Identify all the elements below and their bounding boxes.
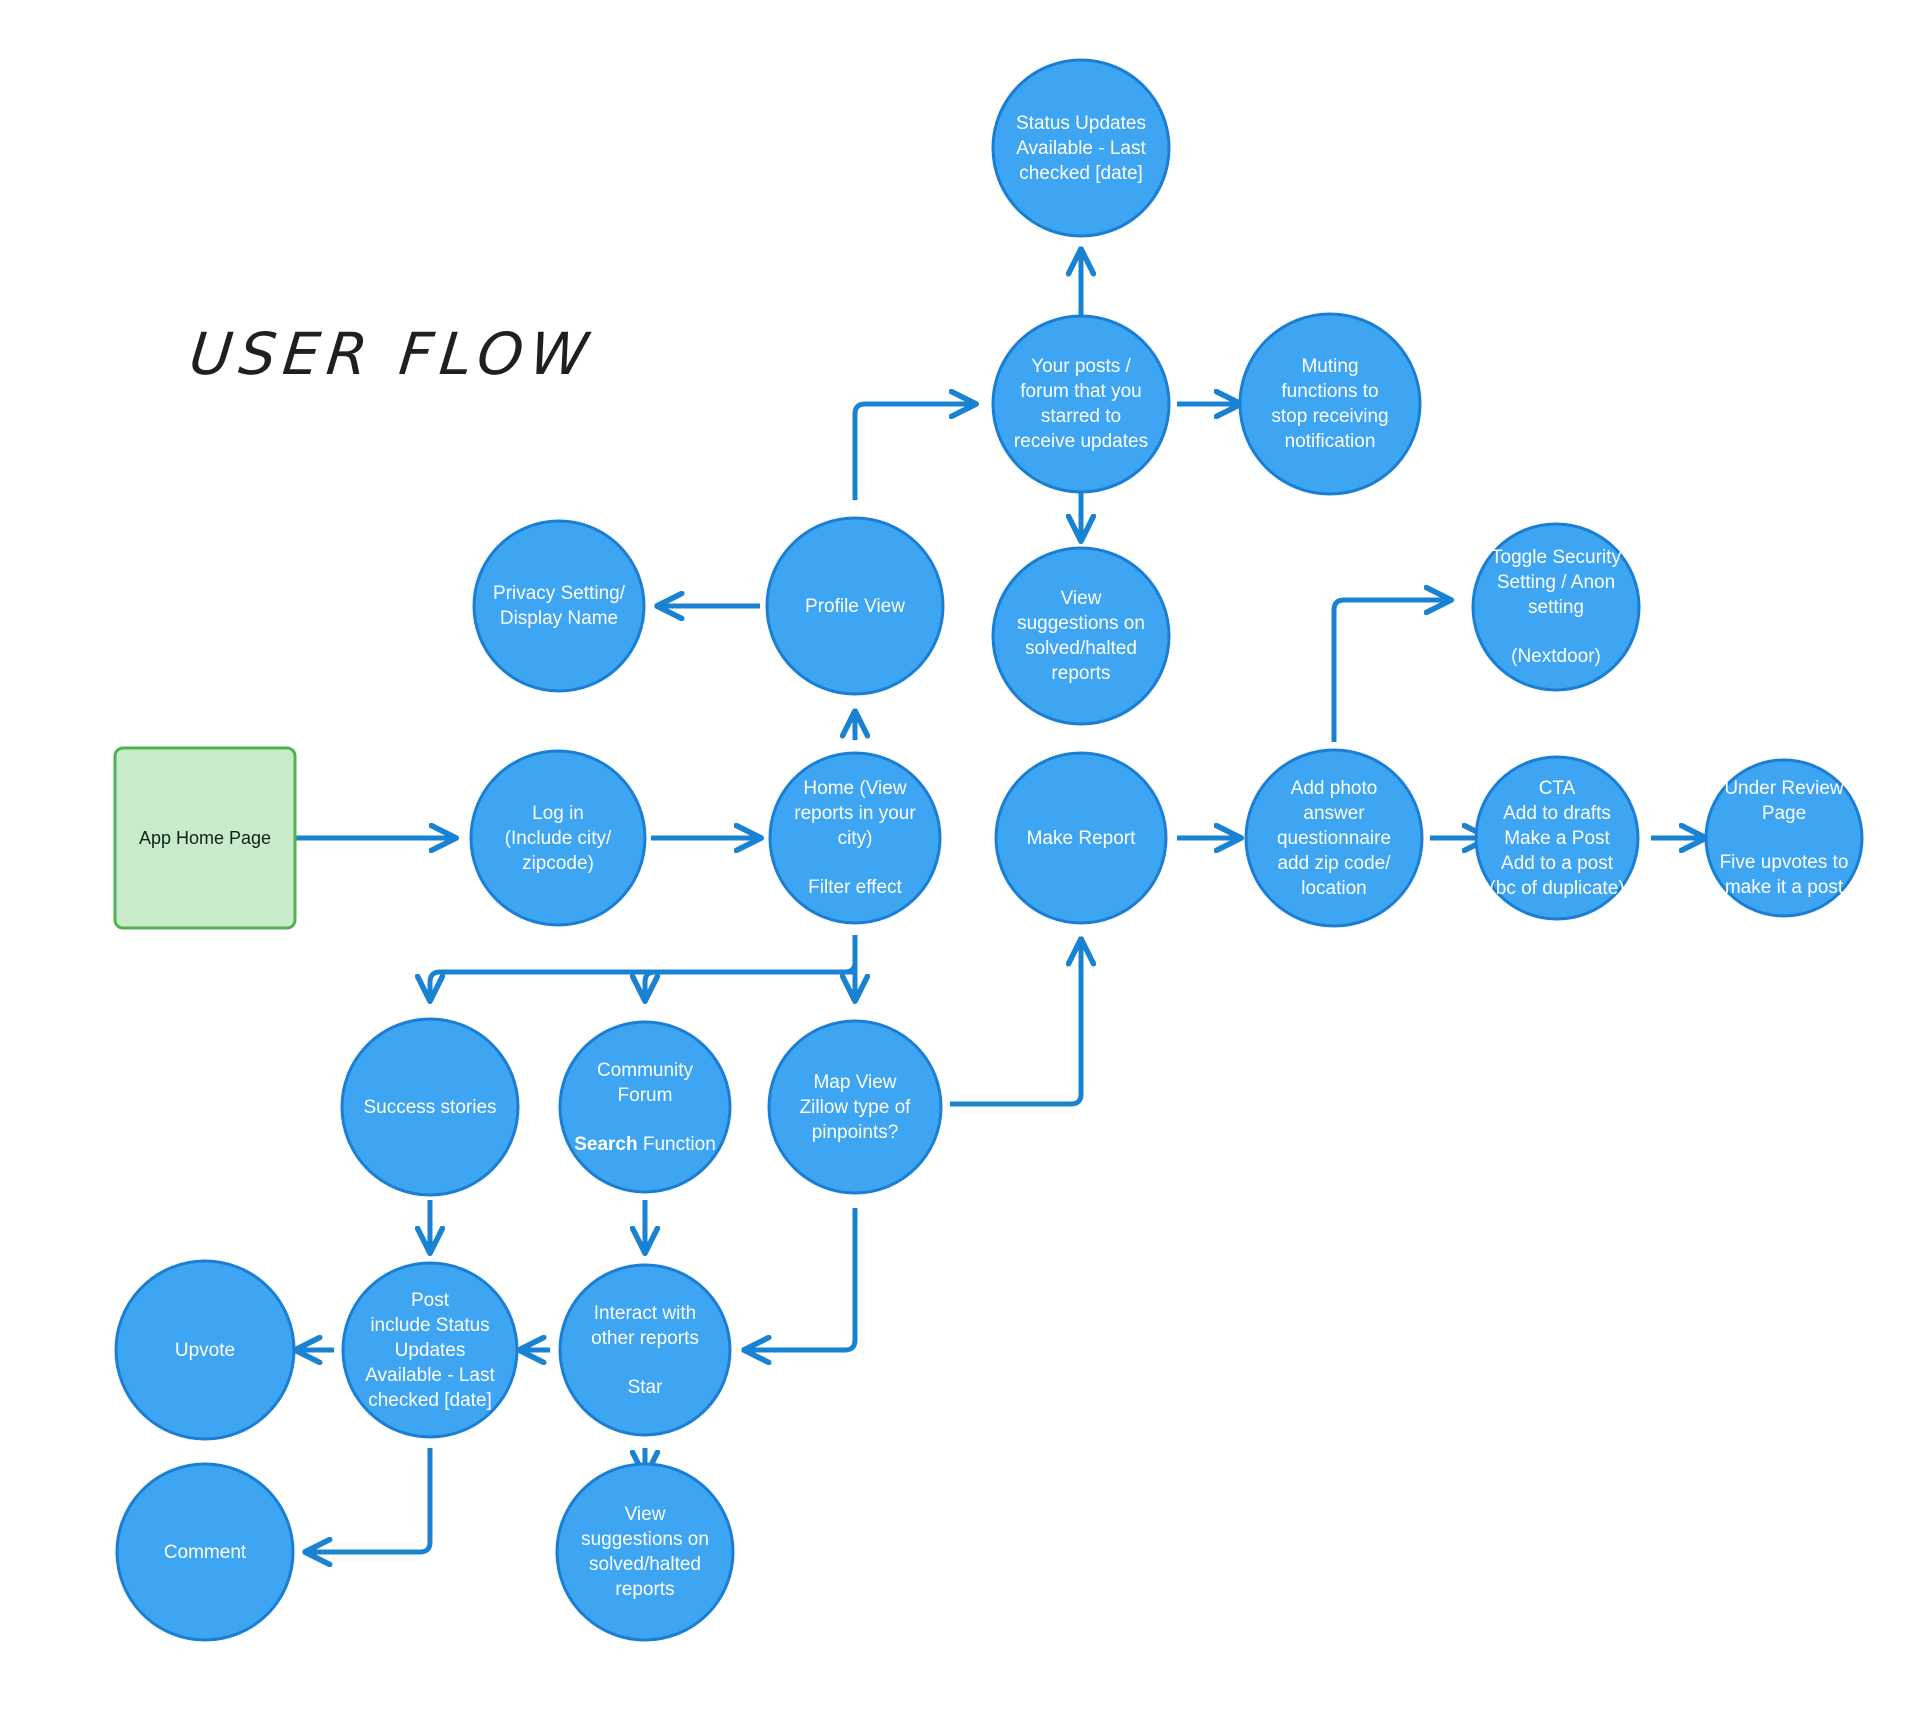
edge-profile-to-yourposts [852,404,975,500]
node-muting-functions[interactable] [1238,312,1422,496]
edge-mapview-to-makereport [950,940,1081,1107]
node-log-in[interactable] [469,749,647,927]
node-home[interactable] [768,751,942,925]
node-your-posts[interactable] [991,314,1171,494]
node-toggle-security[interactable] [1471,522,1641,692]
edge-post-to-comment [306,1448,433,1552]
node-under-review[interactable] [1704,758,1864,918]
node-app-home-page[interactable] [113,746,297,930]
node-profile-view[interactable] [765,516,945,696]
edge-home-bus-to-forum [645,969,855,1000]
node-make-report[interactable] [994,751,1168,925]
nodes-layer [113,58,1864,1642]
node-cta[interactable] [1474,755,1640,921]
node-view-suggestions-top[interactable] [991,546,1171,726]
node-status-updates[interactable] [991,58,1171,238]
node-success-stories[interactable] [340,1017,520,1197]
node-upvote[interactable] [114,1259,296,1441]
node-add-photo[interactable] [1244,748,1424,928]
node-comment[interactable] [115,1462,295,1642]
node-privacy-setting[interactable] [472,519,646,693]
node-post[interactable] [341,1261,519,1439]
node-community-forum[interactable] [558,1020,732,1194]
node-map-view[interactable] [767,1019,943,1195]
node-view-suggestions-bottom[interactable] [555,1462,735,1642]
edge-addphoto-to-togglesecurity [1331,600,1450,742]
node-interact-with-other-reports[interactable] [558,1263,732,1437]
edge-mapview-to-interact [745,1208,858,1350]
